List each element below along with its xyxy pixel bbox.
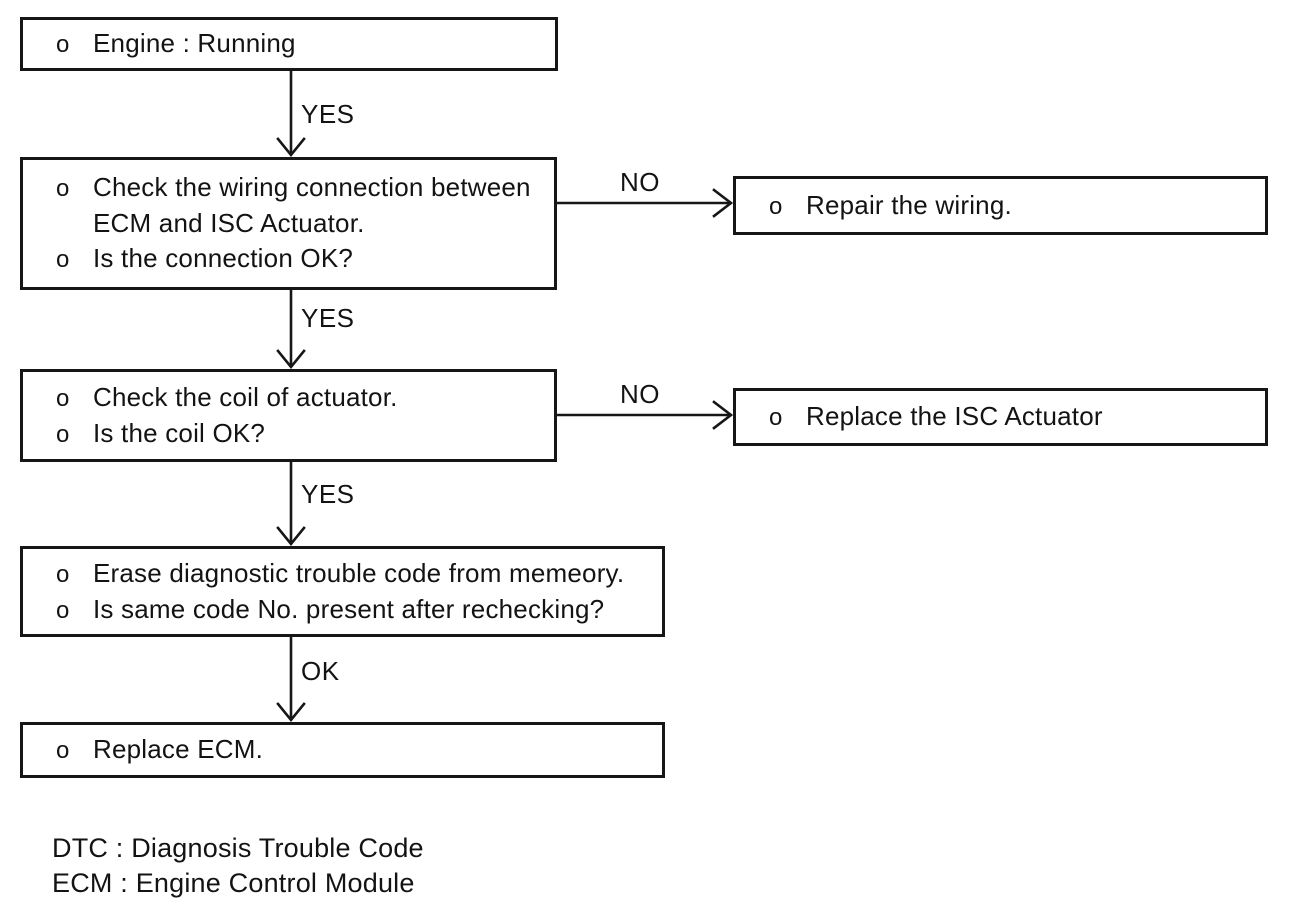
edge-label-no-2: NO: [620, 379, 660, 409]
bullet-marker: o: [56, 384, 70, 412]
flow-box-line: o Repair the wiring.: [769, 188, 1259, 224]
bullet-marker: o: [56, 596, 70, 624]
flow-box-text: Repair the wiring.: [806, 189, 1012, 220]
flow-box-line: o Check the coil of actuator.: [56, 380, 548, 416]
flow-box-text: Engine : Running: [93, 28, 296, 58]
flow-box-replace-ecm: o Replace ECM.: [20, 722, 665, 778]
flow-box-text: Replace the ISC Actuator: [806, 401, 1103, 431]
flow-box-text: Replace ECM.: [93, 734, 264, 764]
flow-box-line: o Check the wiring connection between: [56, 170, 548, 206]
flow-box-line: o Is the coil OK?: [56, 416, 548, 452]
legend: DTC : Diagnosis Trouble Code ECM : Engin…: [52, 831, 424, 901]
bullet-marker: o: [769, 192, 783, 220]
flow-box-check-wiring: o Check the wiring connection between EC…: [20, 157, 557, 290]
flow-box-erase-dtc: o Erase diagnostic trouble code from mem…: [20, 546, 665, 637]
legend-line-dtc: DTC : Diagnosis Trouble Code: [52, 833, 424, 863]
flow-box-text: Is the connection OK?: [93, 243, 354, 273]
flow-box-engine-running: o Engine : Running: [20, 17, 558, 71]
flow-box-line: o Replace ECM.: [56, 732, 656, 768]
flow-box-line: o Erase diagnostic trouble code from mem…: [56, 556, 656, 592]
edge-label-no-1: NO: [620, 167, 660, 197]
flow-box-check-coil: o Check the coil of actuator. o Is the c…: [20, 369, 557, 462]
flow-box-text: Check the wiring connection between: [93, 172, 531, 202]
edge-label-yes-1: YES: [301, 99, 355, 129]
bullet-marker: o: [56, 737, 70, 764]
flow-box-line: ECM and ISC Actuator.: [56, 206, 548, 241]
edge-label-yes-3: YES: [301, 479, 355, 509]
bullet-marker: o: [769, 404, 783, 431]
legend-line-ecm: ECM : Engine Control Module: [52, 868, 415, 898]
bullet-marker: o: [56, 246, 70, 273]
flow-box-repair-wiring: o Repair the wiring.: [733, 176, 1268, 235]
bullet-marker: o: [56, 31, 70, 58]
flow-box-line: o Is the connection OK?: [56, 241, 548, 277]
flow-box-text: ECM and ISC Actuator.: [93, 208, 365, 238]
flow-box-text: Check the coil of actuator.: [93, 381, 398, 412]
flow-box-text: Erase diagnostic trouble code from memeo…: [93, 557, 625, 588]
bullet-marker: o: [56, 560, 70, 588]
bullet-marker: o: [56, 420, 70, 448]
edge-label-ok-1: OK: [301, 656, 340, 686]
flow-box-line: o Replace the ISC Actuator: [769, 399, 1259, 435]
flow-box-replace-actuator: o Replace the ISC Actuator: [733, 388, 1268, 446]
flow-box-line: o Is same code No. present after recheck…: [56, 592, 656, 628]
flow-box-text: Is the coil OK?: [93, 417, 266, 448]
flow-box-line: o Engine : Running: [56, 26, 549, 62]
edge-label-yes-2: YES: [301, 303, 355, 333]
bullet-marker: o: [56, 175, 70, 202]
flow-box-text: Is same code No. present after recheckin…: [93, 593, 605, 624]
